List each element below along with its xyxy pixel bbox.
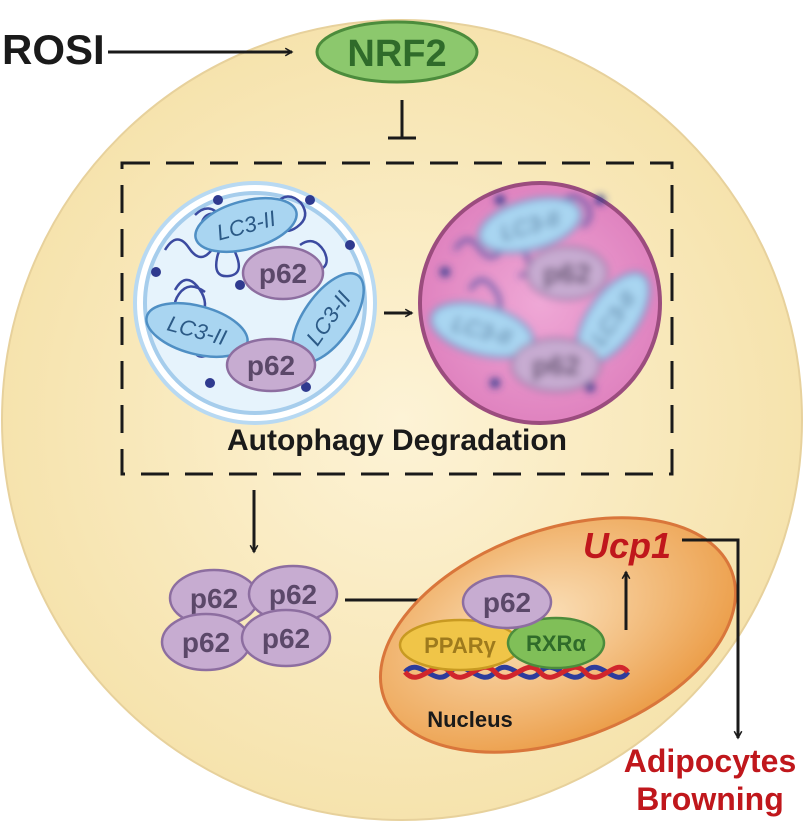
autophagy-box <box>120 161 674 476</box>
p62-cluster-label-4: p62 <box>262 623 310 654</box>
p62-cluster-label-2: p62 <box>269 579 317 610</box>
rxr-alpha <box>506 616 606 670</box>
nrf2-node <box>315 20 479 84</box>
p62-cluster-label-1: p62 <box>190 583 238 614</box>
p62-blur-label-1: p62 <box>543 258 591 289</box>
nucleus-label: Nucleus <box>427 707 513 732</box>
nrf2-label: NRF2 <box>347 33 446 75</box>
nucleus-p62 <box>461 574 553 630</box>
rosi-label: ROSI <box>2 26 105 73</box>
ucp1-to-outcome-arrow <box>682 538 738 738</box>
p62-blur-label-2: p62 <box>532 350 580 381</box>
p62-cluster: p62 p62 p62 p62 <box>160 564 339 672</box>
ppar-gamma-label: PPARγ <box>424 633 496 658</box>
p62-cluster-label-3: p62 <box>182 627 230 658</box>
outcome-line-2: Browning <box>636 781 784 817</box>
nucleus-p62-label: p62 <box>483 587 531 618</box>
ucp1-gene: Ucp1 <box>583 525 671 566</box>
p62-label-1: p62 <box>259 258 307 289</box>
autophagosome: LC3-II LC3-II LC3-II p62 p62 <box>133 181 377 425</box>
rxr-alpha-label: RXRα <box>526 631 586 656</box>
p62-label-2: p62 <box>247 350 295 381</box>
autolysosome: LC3-II LC3-II LC3-II p62 p62 <box>418 181 662 425</box>
outcome-line-1: Adipocytes <box>624 743 796 779</box>
process-label: Autophagy Degradation <box>227 424 567 457</box>
